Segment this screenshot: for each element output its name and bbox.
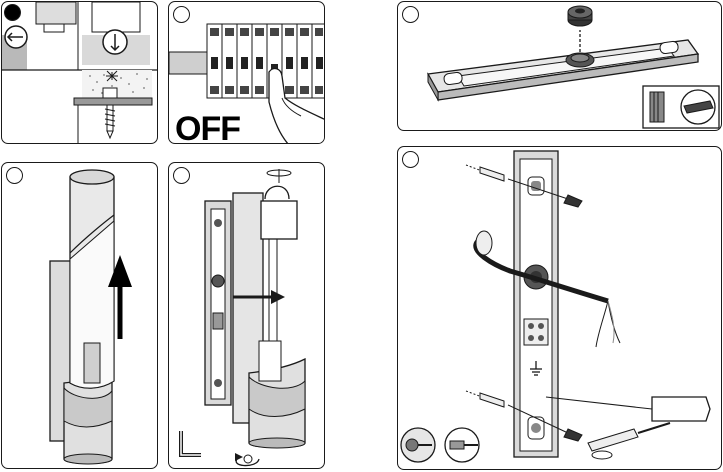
step-3-illustration xyxy=(398,2,722,131)
step-6-panel xyxy=(397,146,722,470)
off-caption: OFF xyxy=(175,110,240,144)
step-1-illustration xyxy=(2,2,158,144)
step-5-illustration xyxy=(169,163,325,469)
step-4-illustration xyxy=(2,163,158,469)
step-2-panel: OFF xyxy=(168,1,325,144)
step-4-panel xyxy=(1,162,158,469)
step-5-panel xyxy=(168,162,325,469)
step-1-panel xyxy=(1,1,158,144)
step-3-panel xyxy=(397,1,722,131)
step-6-illustration xyxy=(398,147,722,470)
